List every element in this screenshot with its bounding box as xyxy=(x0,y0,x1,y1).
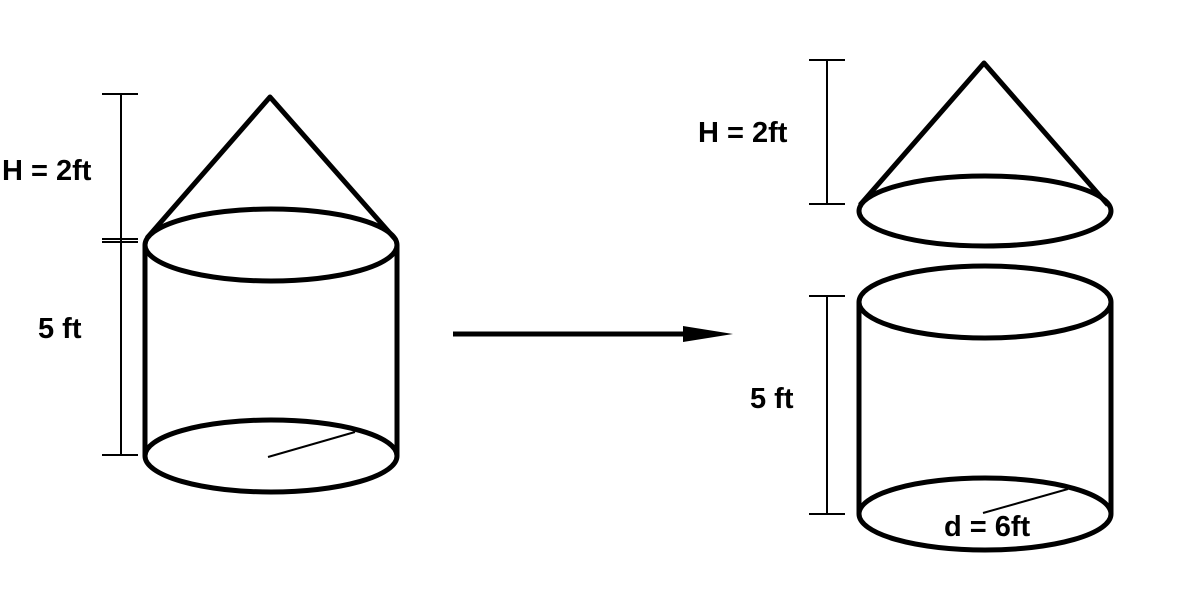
right-cylinder-dimension xyxy=(809,295,845,515)
left-cylinder-bottom-ellipse xyxy=(142,417,400,495)
left-radius-line xyxy=(267,431,356,458)
diameter-label: d = 6ft xyxy=(944,511,1031,543)
left-composite-figure: H = 2ft 5 ft xyxy=(2,93,400,495)
right-decomposed-figure: H = 2ft 5 ft d = 6ft xyxy=(698,59,1114,553)
left-cone-height-label: H = 2ft xyxy=(2,155,92,187)
right-cylinder-height-label: 5 ft xyxy=(750,383,794,415)
right-radius-line xyxy=(982,488,1069,514)
left-cylinder-height-label: 5 ft xyxy=(38,313,82,345)
left-cylinder xyxy=(142,206,400,495)
right-cone-base-ellipse xyxy=(856,173,1114,249)
left-dimension-lines xyxy=(102,93,138,456)
right-cylinder xyxy=(856,263,1114,553)
right-cone-dimension xyxy=(809,59,845,205)
right-cylinder-top-ellipse xyxy=(856,263,1114,341)
left-cone xyxy=(145,94,398,242)
transition-arrow xyxy=(453,326,733,342)
right-cone-height-label: H = 2ft xyxy=(698,117,788,149)
left-cylinder-top-ellipse xyxy=(142,206,400,284)
right-cone xyxy=(856,60,1114,249)
right-cylinder-bottom-ellipse xyxy=(856,475,1114,553)
